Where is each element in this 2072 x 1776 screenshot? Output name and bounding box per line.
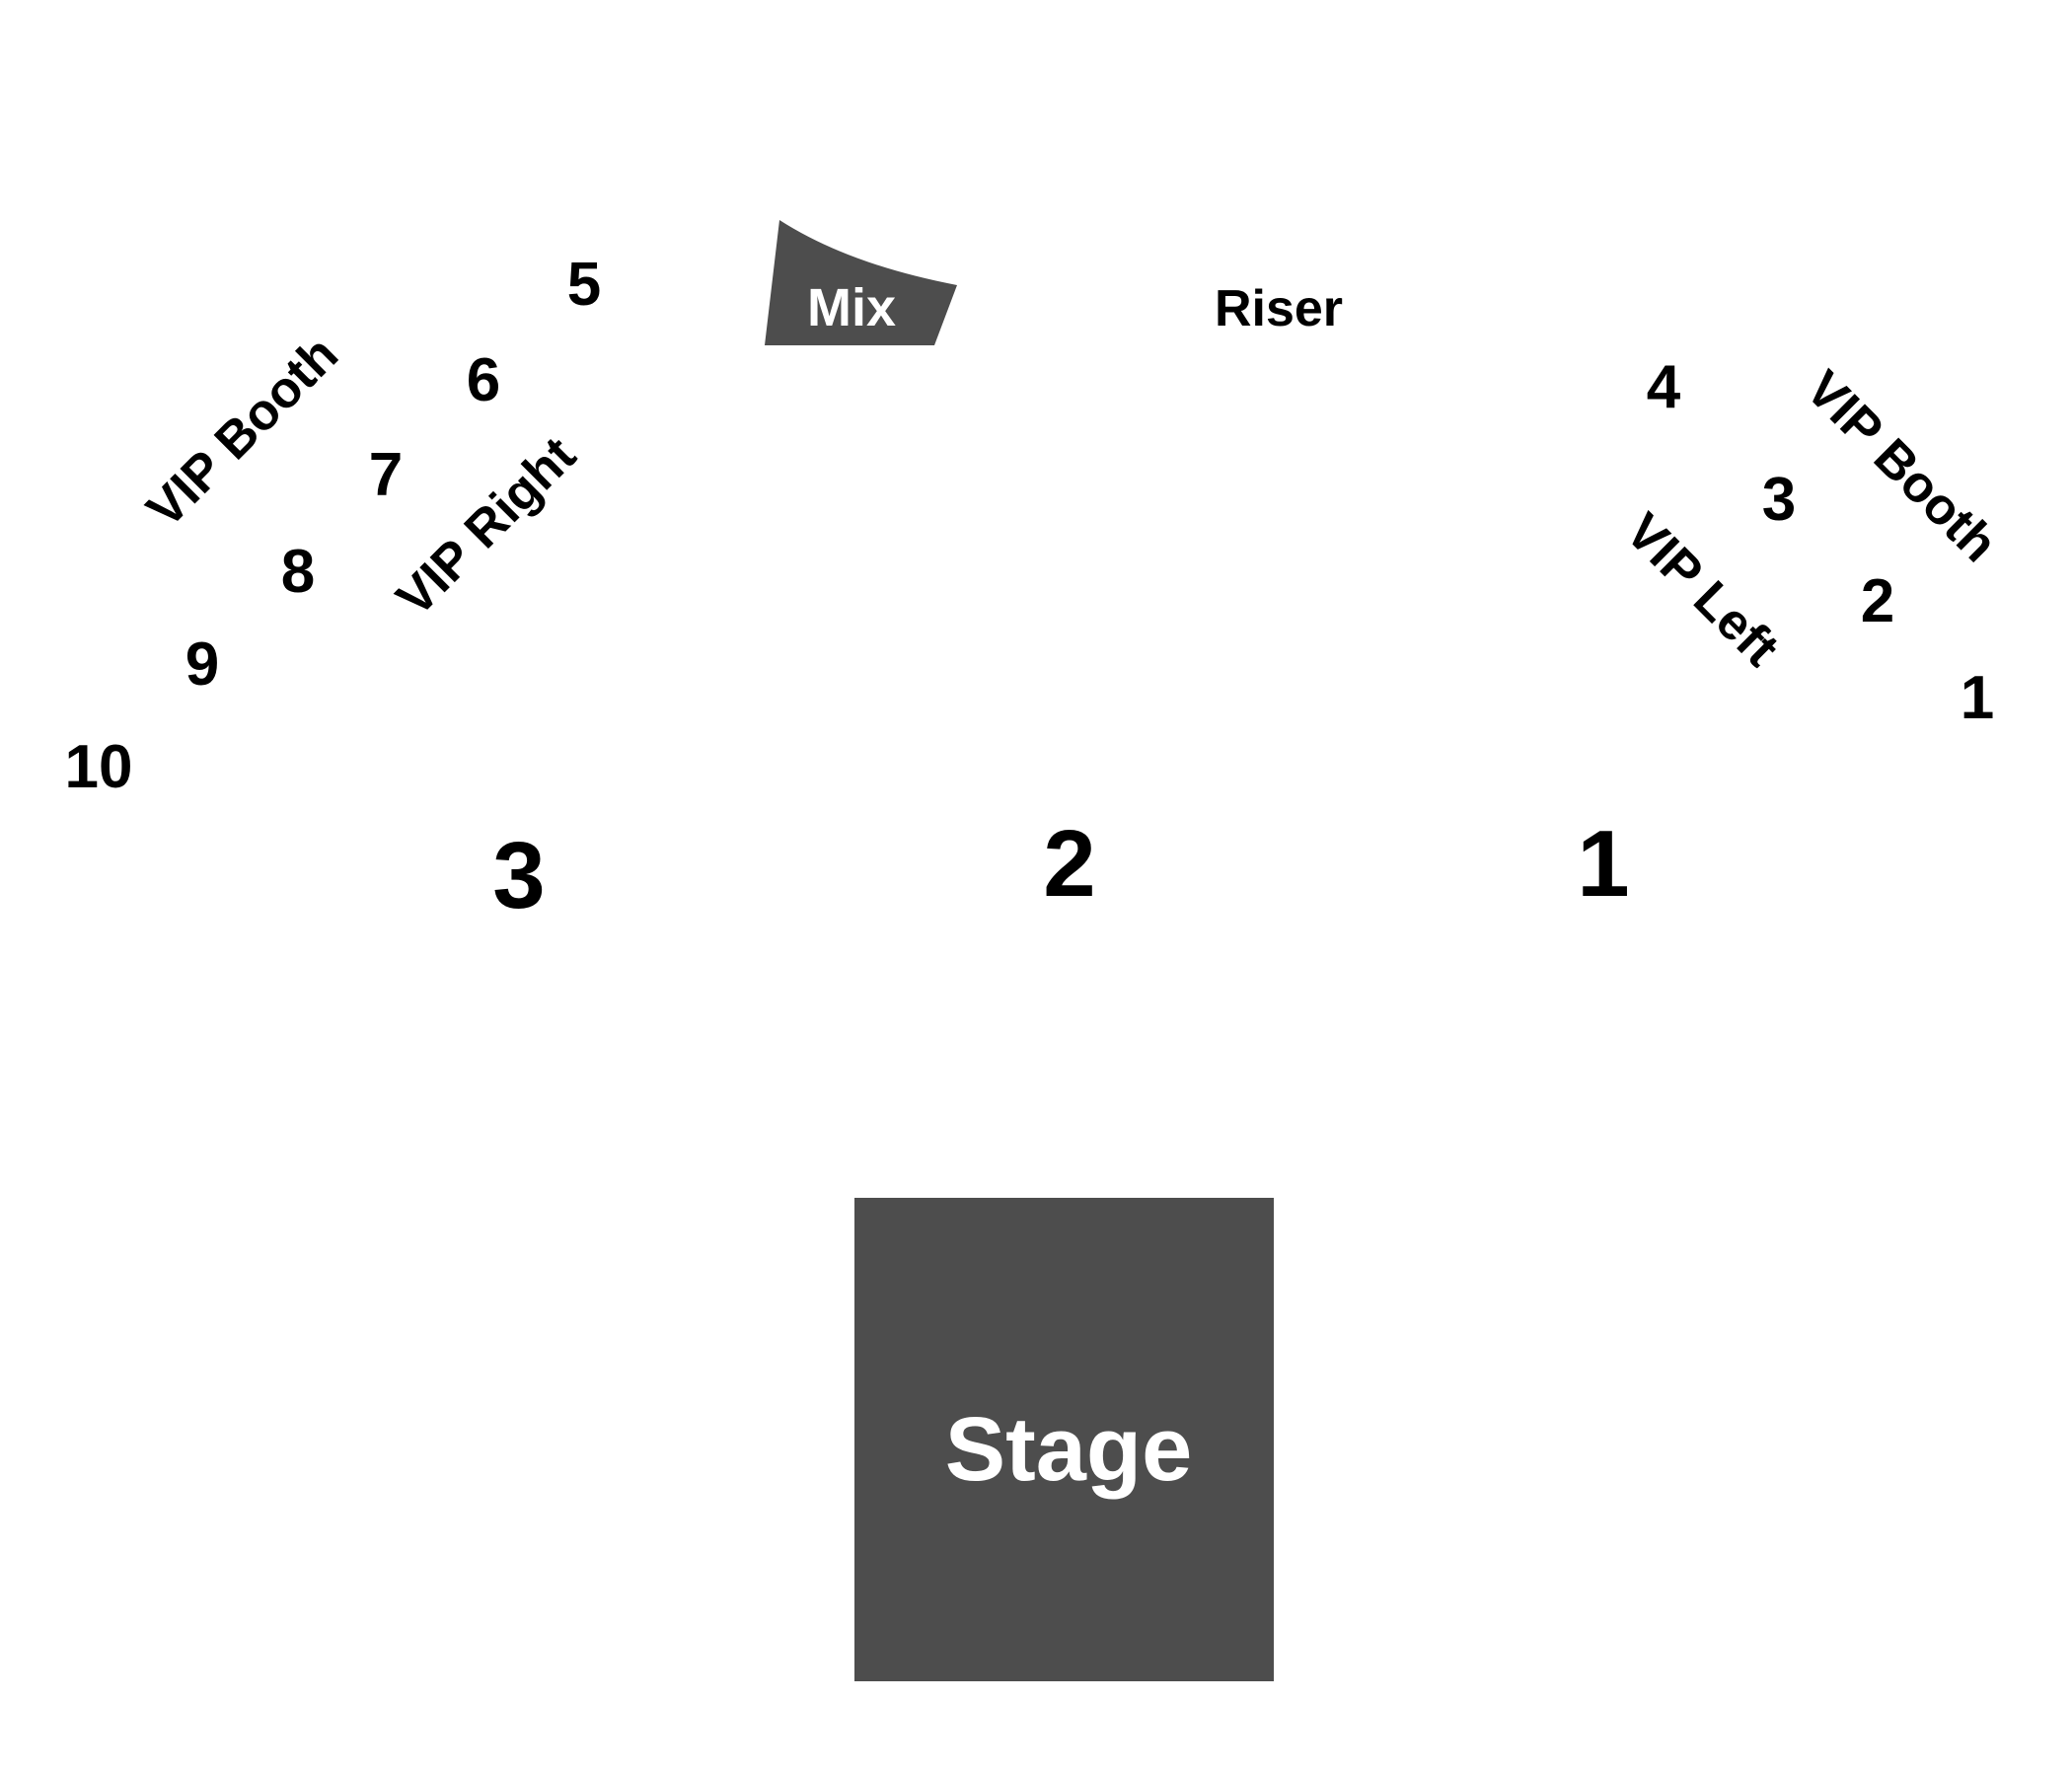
mix-label: Mix xyxy=(807,278,896,337)
floor-section-1[interactable]: 1 xyxy=(1577,811,1629,917)
booth-number-2[interactable]: 2 xyxy=(1861,567,1894,635)
booth-number-6[interactable]: 6 xyxy=(467,346,500,414)
booth-number-7[interactable]: 7 xyxy=(369,441,403,509)
stage: Stage xyxy=(854,1198,1274,1681)
booth-number-3[interactable]: 3 xyxy=(1762,466,1796,534)
floor-section-3[interactable]: 3 xyxy=(492,823,545,928)
stage-block xyxy=(854,1198,1274,1681)
mix-shape[interactable] xyxy=(765,220,957,345)
booth-number-8[interactable]: 8 xyxy=(281,538,315,606)
vip-booth-left-label[interactable]: VIP Booth xyxy=(136,326,349,539)
booth-number-4[interactable]: 4 xyxy=(1647,353,1681,421)
riser-label[interactable]: Riser xyxy=(1215,280,1343,337)
vip-booth-right-label[interactable]: VIP Booth xyxy=(1795,360,2008,573)
vip-right-label[interactable]: VIP Right xyxy=(386,426,587,628)
booth-number-5[interactable]: 5 xyxy=(567,251,601,319)
floor-section-2[interactable]: 2 xyxy=(1043,811,1095,917)
booth-number-10[interactable]: 10 xyxy=(65,733,133,801)
stage-label: Stage xyxy=(945,1399,1193,1500)
booth-number-9[interactable]: 9 xyxy=(185,630,219,699)
mix-section[interactable]: Mix xyxy=(765,220,957,345)
booth-number-1[interactable]: 1 xyxy=(1961,664,1994,732)
